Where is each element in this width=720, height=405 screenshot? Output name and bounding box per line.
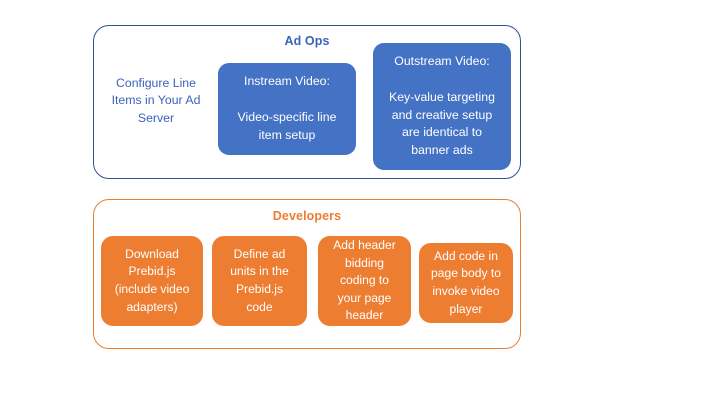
group-title-ad-ops: Ad Ops <box>284 34 330 48</box>
node-add-header-bidding-code: Add header bidding coding to your page h… <box>318 236 411 326</box>
node-outstream-video: Outstream Video: Key-value targeting and… <box>373 43 511 170</box>
node-define-ad-units: Define ad units in the Prebid.js code <box>212 236 307 326</box>
node-configure-line-items: Configure Line Items in Your Ad Server <box>111 75 201 125</box>
node-instream-video: Instream Video: Video-specific line item… <box>218 63 356 155</box>
node-download-prebid: Download Prebid.js (include video adapte… <box>101 236 203 326</box>
group-title-developers: Developers <box>272 209 342 223</box>
node-add-page-body-code: Add code in page body to invoke video pl… <box>419 243 513 323</box>
